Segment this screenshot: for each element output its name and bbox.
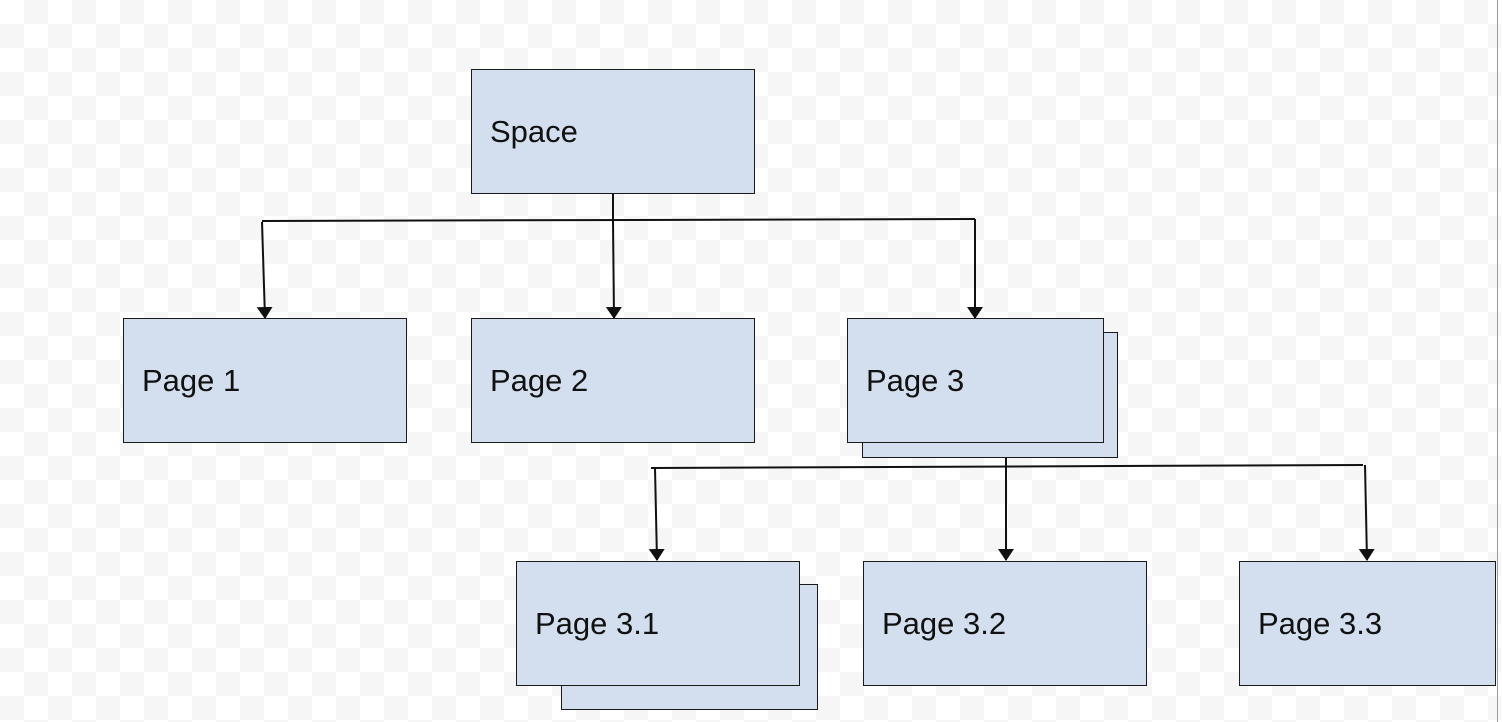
arrow-to-page3-3 [1358, 464, 1375, 561]
node-page-1[interactable]: Page 1 [123, 318, 407, 443]
node-page-3[interactable]: Page 3 [847, 318, 1104, 443]
level1-bus-line [261, 218, 976, 222]
arrow-to-page2 [605, 220, 622, 319]
node-page-3-1-label: Page 3.1 [535, 605, 660, 641]
node-page-3-1[interactable]: Page 3.1 [516, 561, 800, 686]
level2-bus-line [650, 464, 1364, 469]
node-space-label: Space [490, 113, 578, 149]
node-space[interactable]: Space [471, 69, 755, 194]
node-page-3-2[interactable]: Page 3.2 [863, 561, 1147, 686]
node-page-3-label: Page 3 [866, 362, 965, 398]
canvas-right-border [1497, 0, 1498, 722]
node-page-2[interactable]: Page 2 [471, 318, 755, 443]
arrow-to-page3-1 [648, 467, 665, 561]
arrow-to-page1 [256, 221, 273, 319]
node-page-1-label: Page 1 [142, 362, 241, 398]
node-page-3-3[interactable]: Page 3.3 [1239, 561, 1496, 686]
node-page-3-3-label: Page 3.3 [1258, 605, 1383, 641]
node-page-3-2-label: Page 3.2 [882, 605, 1007, 641]
node-page-2-label: Page 2 [490, 362, 589, 398]
